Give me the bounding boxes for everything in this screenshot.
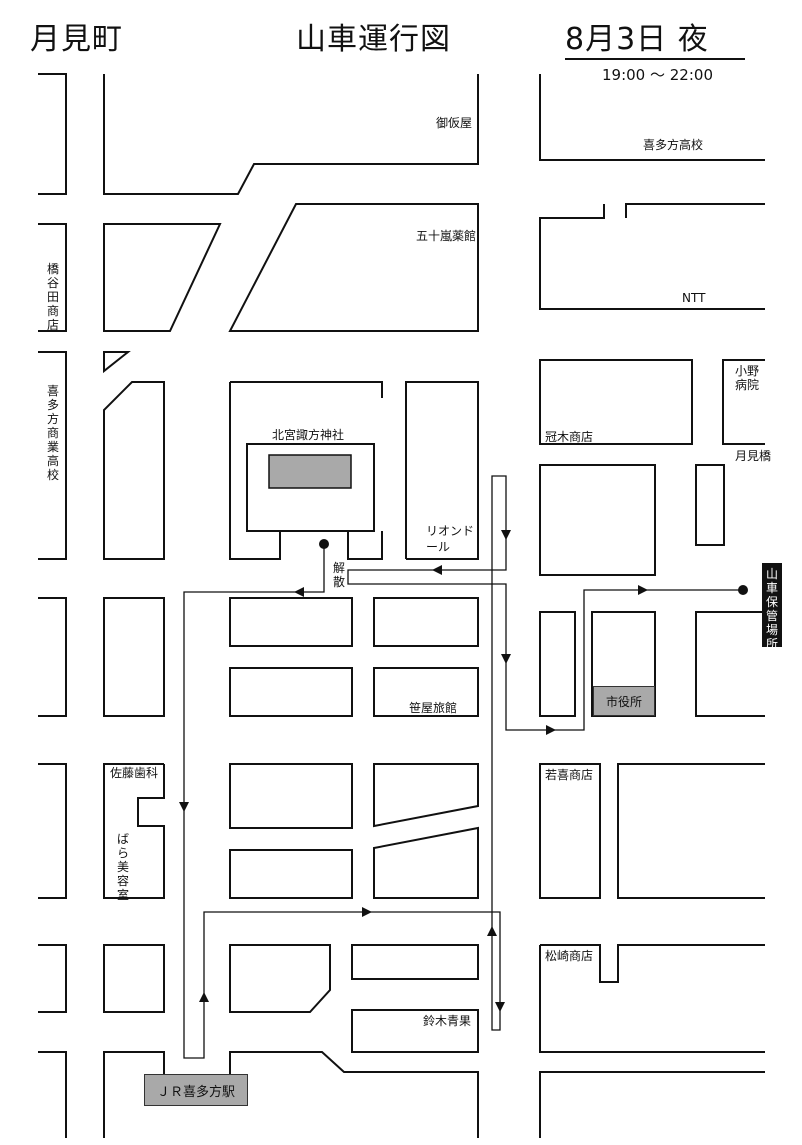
arrow-west-top <box>294 587 304 597</box>
block-shrine-top <box>230 381 383 398</box>
block-rion-left <box>405 381 479 560</box>
block-middle-r4 <box>539 464 656 576</box>
block-bottom-right <box>539 1071 765 1138</box>
block-dental <box>103 763 165 899</box>
block-matsuzaki <box>539 945 765 1053</box>
block-station-right <box>229 1051 479 1138</box>
block-r5-d <box>373 826 479 899</box>
garage-label: 山車保管場所 <box>762 563 782 651</box>
label-rion-doll: リオンドール <box>426 524 475 554</box>
jr-station-box: ＪＲ喜多方駅 <box>144 1074 248 1106</box>
label-ono-hospital: 小野病院 <box>735 364 760 392</box>
block-r5-b <box>373 763 479 828</box>
label-bara-beauty: ばら美容室 <box>116 832 129 902</box>
block-edge-left-3 <box>38 351 67 560</box>
block-triangle <box>103 351 131 374</box>
block-shrine-outer <box>229 382 281 560</box>
label-mikariya: 御仮屋 <box>436 116 473 130</box>
block-r6-c <box>351 944 479 980</box>
block-mikariya <box>103 74 479 195</box>
parade-routes <box>183 475 743 1059</box>
block-r6-b <box>229 944 331 1013</box>
block-igarashi <box>228 203 479 332</box>
block-sasaya <box>373 667 479 717</box>
block-narrow-r4 <box>695 464 725 546</box>
street-blocks <box>38 73 765 1138</box>
block-left-3 <box>103 381 165 560</box>
block-edge-left-top <box>38 73 67 195</box>
arrow-east-590 <box>638 585 648 595</box>
block-ntt-right <box>625 203 765 218</box>
block-edge-left-2 <box>38 223 67 332</box>
label-matsuzaki: 松崎商店 <box>545 949 594 963</box>
shrine-building <box>268 454 352 489</box>
map-title: 山車運行図 <box>296 22 451 57</box>
block-kanki <box>539 359 693 445</box>
label-tsukimibashi: 月見橋 <box>735 449 772 463</box>
label-hashiya: 橋谷田商店 <box>46 262 59 332</box>
block-hashiya-right <box>103 223 222 332</box>
block-r4-b <box>229 597 353 647</box>
label-kitakata-commercial: 喜多方商業高校 <box>46 384 59 482</box>
arrow-east-912 <box>362 907 372 917</box>
arrow-up-station <box>199 992 209 1002</box>
arrow-west-570 <box>432 565 442 575</box>
block-station-left <box>103 1051 165 1138</box>
block-edge-left-4 <box>38 597 67 717</box>
block-wakaki <box>539 763 601 899</box>
block-ntt-left <box>539 204 634 310</box>
block-city-hall-lot <box>591 611 656 717</box>
block-r4-c <box>373 597 479 647</box>
label-shrine: 北宮諏方神社 <box>272 428 345 442</box>
arrow-down-center <box>495 1002 505 1012</box>
block-r4-e <box>539 611 576 717</box>
label-kanki: 冠木商店 <box>545 430 594 444</box>
block-suzuki <box>351 1009 479 1053</box>
block-shrine-inner <box>246 443 375 532</box>
event-date: 8月3日 夜 <box>565 22 709 57</box>
label-sasaya: 笹屋旅館 <box>409 701 458 715</box>
block-shrine-right <box>347 531 383 560</box>
label-kaisan: 解散 <box>332 561 345 589</box>
block-ono <box>722 359 765 445</box>
block-kitakata-high <box>539 74 765 161</box>
block-edge-right-4 <box>695 611 765 717</box>
block-r6-a <box>103 944 165 1013</box>
block-edge-left-6 <box>38 944 67 1013</box>
label-suzuki: 鈴木青果 <box>423 1014 472 1028</box>
arrow-down-506 <box>501 654 511 664</box>
arrow-down-rion <box>501 530 511 540</box>
label-wakaki: 若喜商店 <box>545 768 594 782</box>
block-r5-c <box>229 849 353 899</box>
date-underline <box>565 58 745 60</box>
block-r4-a <box>103 597 165 717</box>
label-ntt: NTT <box>682 291 706 305</box>
arrow-east-730 <box>546 725 556 735</box>
town-name: 月見町 <box>30 22 123 57</box>
city-hall-box: 市役所 <box>593 686 655 716</box>
event-time: 19:00 ～ 22:00 <box>602 66 713 84</box>
route-arrows <box>179 530 648 1012</box>
start-point-shrine <box>319 539 329 549</box>
arrow-up-center <box>487 926 497 936</box>
block-edge-left-7 <box>38 1051 67 1138</box>
block-matsuzaki-top <box>540 944 765 983</box>
block-edge-right-5 <box>617 763 765 899</box>
block-edge-left-5 <box>38 763 67 899</box>
route-west <box>183 475 743 1059</box>
block-r5-a <box>229 763 353 829</box>
start-point-garage <box>738 585 748 595</box>
arrow-down-west <box>179 802 189 812</box>
label-igarashi: 五十嵐薬館 <box>416 229 477 243</box>
label-kitakata-high: 喜多方高校 <box>643 138 704 152</box>
block-r4-d <box>229 667 353 717</box>
label-sato-dental: 佐藤歯科 <box>110 766 159 780</box>
